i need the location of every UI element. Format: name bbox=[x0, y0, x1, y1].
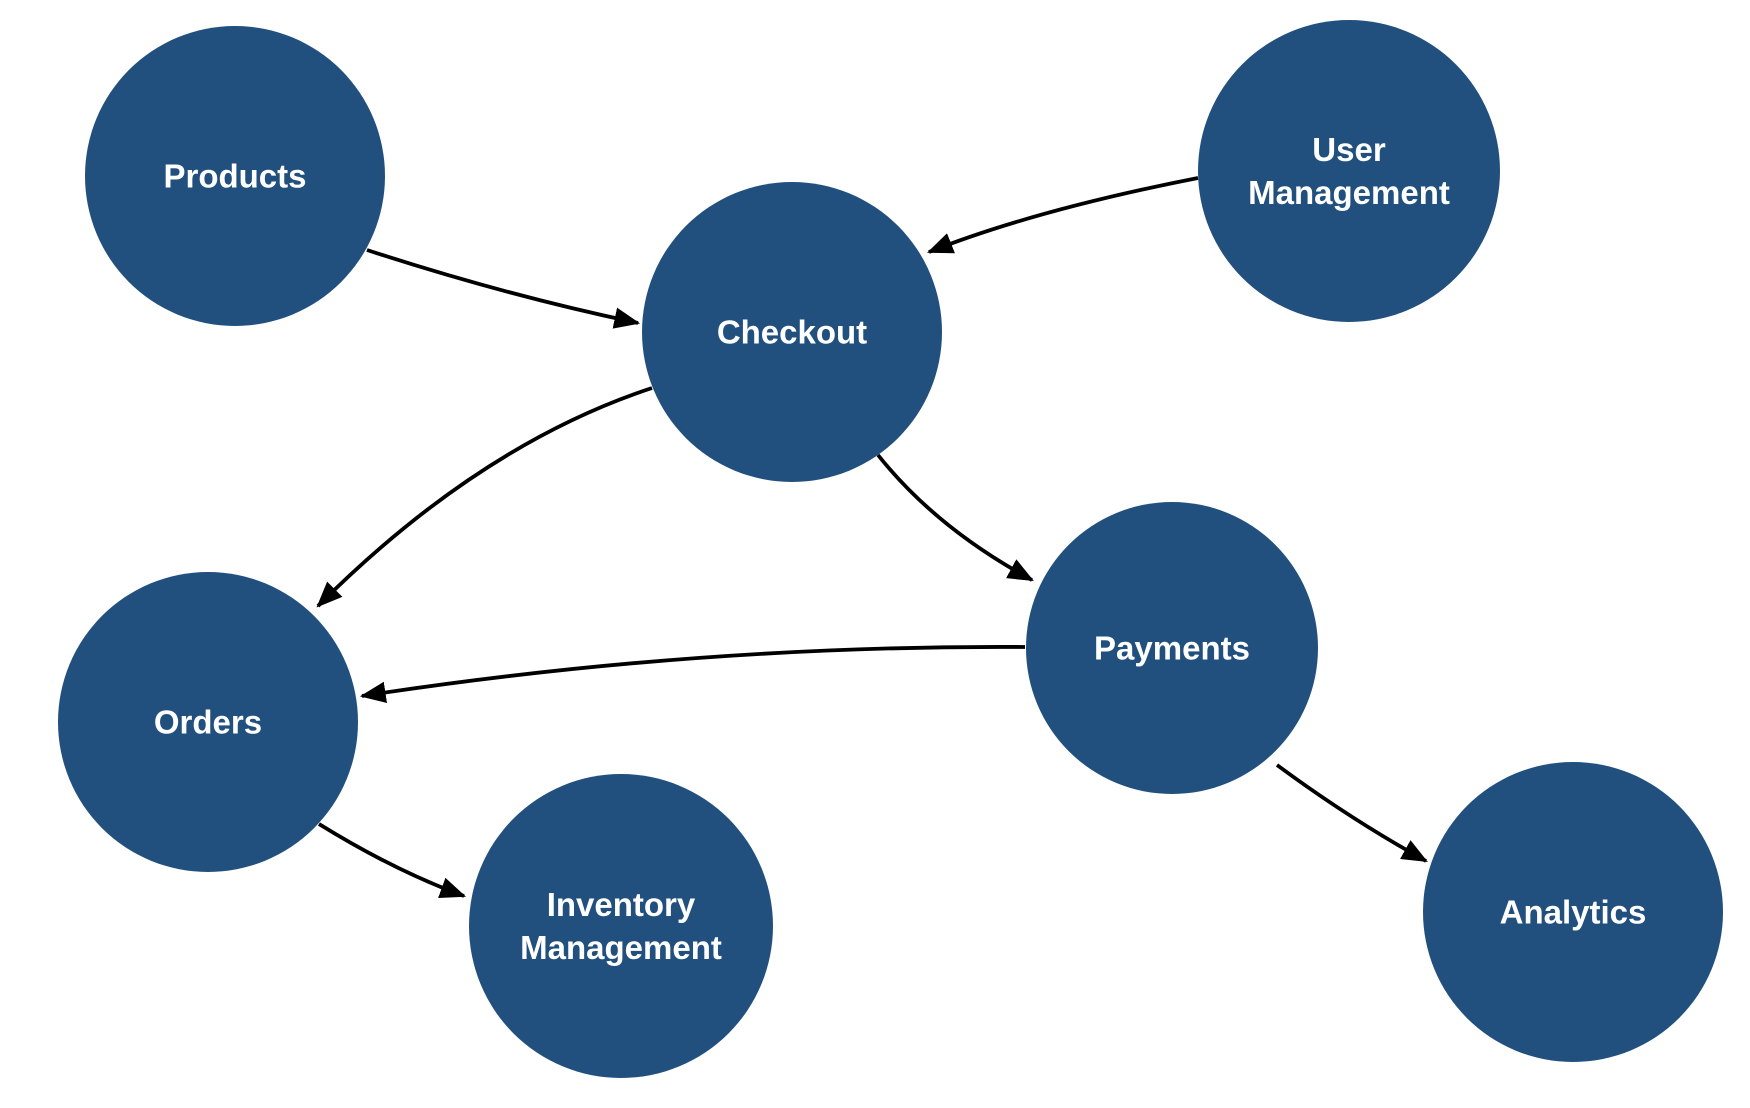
edge-checkout-to-orders bbox=[316, 386, 653, 608]
node-user-management-circle bbox=[1198, 20, 1500, 322]
node-analytics: Analytics bbox=[1423, 762, 1723, 1062]
node-products-circle bbox=[85, 26, 385, 326]
node-analytics-circle bbox=[1423, 762, 1723, 1062]
node-orders: Orders bbox=[58, 572, 358, 872]
node-analytics-label: Analytics bbox=[1500, 894, 1647, 931]
node-checkout-circle bbox=[642, 182, 942, 482]
node-inventory-management-label-line: Inventory bbox=[547, 886, 696, 923]
node-user-management-label-line: Management bbox=[1248, 174, 1450, 211]
node-products-label: Products bbox=[163, 158, 306, 195]
node-inventory-management-circle bbox=[469, 774, 773, 1078]
edge-orders-to-inventory-management bbox=[318, 822, 467, 899]
node-orders-circle bbox=[58, 572, 358, 872]
node-products-label-line: Products bbox=[163, 158, 306, 195]
edge-payments-to-analytics bbox=[1275, 763, 1428, 863]
node-payments: Payments bbox=[1026, 502, 1318, 794]
node-inventory-management-label-line: Management bbox=[520, 929, 722, 966]
node-checkout-label: Checkout bbox=[717, 314, 867, 351]
node-payments-circle bbox=[1026, 502, 1318, 794]
edge-user-management-to-checkout bbox=[926, 176, 1199, 254]
node-checkout: Checkout bbox=[642, 182, 942, 482]
node-orders-label-line: Orders bbox=[154, 704, 262, 741]
edge-products-to-checkout bbox=[366, 248, 641, 329]
node-user-management-label-line: User bbox=[1312, 131, 1386, 168]
node-orders-label: Orders bbox=[154, 704, 262, 741]
node-payments-label-line: Payments bbox=[1094, 630, 1250, 667]
edge-payments-to-orders bbox=[359, 645, 1026, 704]
node-analytics-label-line: Analytics bbox=[1500, 894, 1647, 931]
node-payments-label: Payments bbox=[1094, 630, 1250, 667]
edge-checkout-to-payments bbox=[876, 453, 1034, 582]
edges-layer bbox=[316, 176, 1428, 899]
node-checkout-label-line: Checkout bbox=[717, 314, 867, 351]
node-products: Products bbox=[85, 26, 385, 326]
